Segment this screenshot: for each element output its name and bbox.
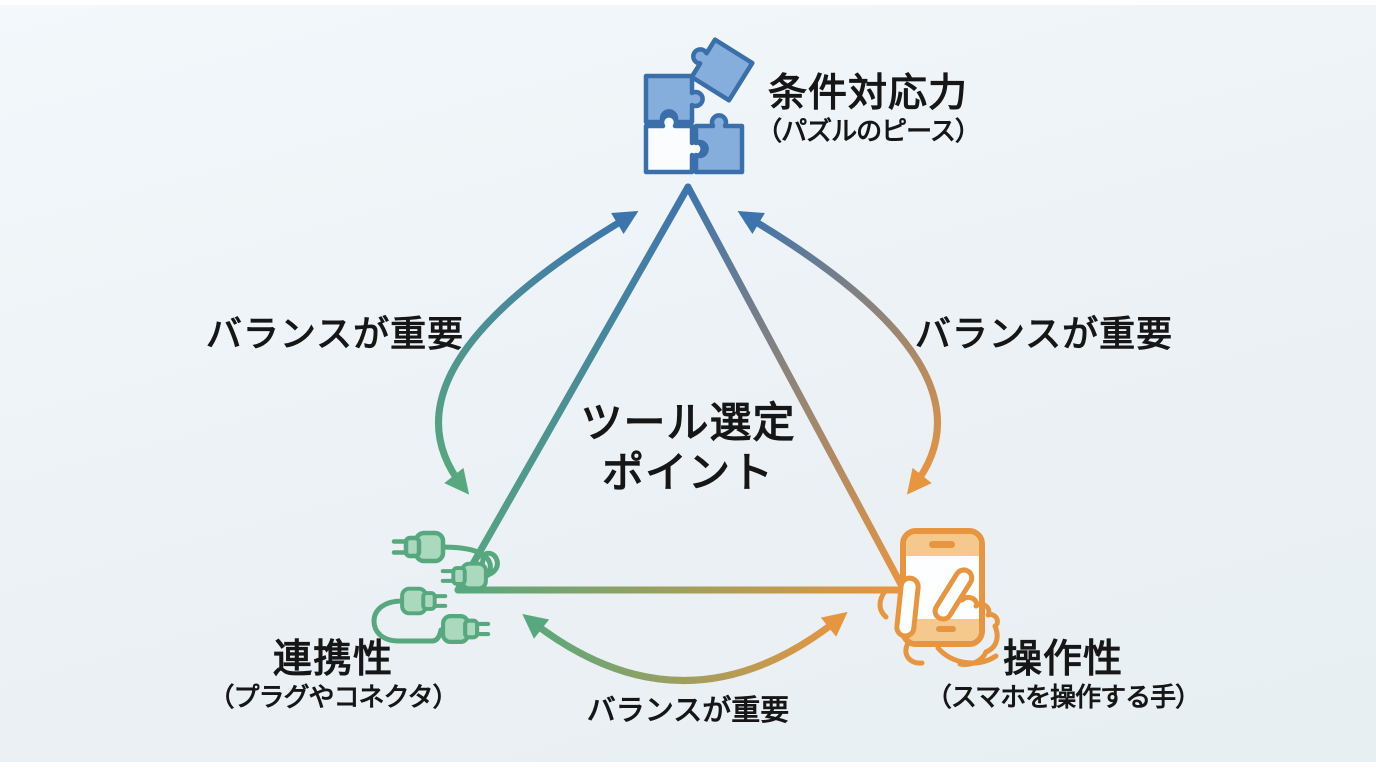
vertex-top-title: 条件対応力 [767,72,968,115]
top-edge-strip [0,0,1376,5]
balance-label-right: バランスが重要 [914,313,1174,354]
center-label: ツール選定 ポイント [538,398,838,498]
triangle-edge-left [454,183,692,594]
vertex-top-text: 条件対応力 （パズルのピース） [718,72,1018,147]
bottom-edge-strip [0,762,1376,768]
puzzle-icon [643,37,755,175]
vertex-bottom-left-text: 連携性 （プラグやコネクタ） [183,638,483,713]
balance-arrow-left [435,211,639,495]
plug-icon [371,533,500,642]
vertex-bottom-left-subtitle: （プラグやコネクタ） [208,682,459,712]
vertex-top-subtitle: （パズルのピース） [756,116,981,146]
balance-arrow-bottom [522,611,848,684]
triangle [454,183,908,594]
balance-arrows [435,211,941,684]
vertex-bottom-right-title: 操作性 [1002,638,1123,681]
smartphone-hand-icon [877,528,1000,667]
center-label-line1: ツール選定 [580,399,796,446]
balance-label-left: バランスが重要 [205,313,465,354]
vertex-bottom-left-title: 連携性 [272,638,393,681]
balance-arrow-right [737,211,941,495]
vertex-bottom-right-text: 操作性 （スマホを操作する手） [913,638,1213,713]
vertex-bottom-right-subtitle: （スマホを操作する手） [925,682,1201,712]
center-label-line2: ポイント [601,449,774,496]
balance-label-bottom: バランスが重要 [586,695,790,727]
